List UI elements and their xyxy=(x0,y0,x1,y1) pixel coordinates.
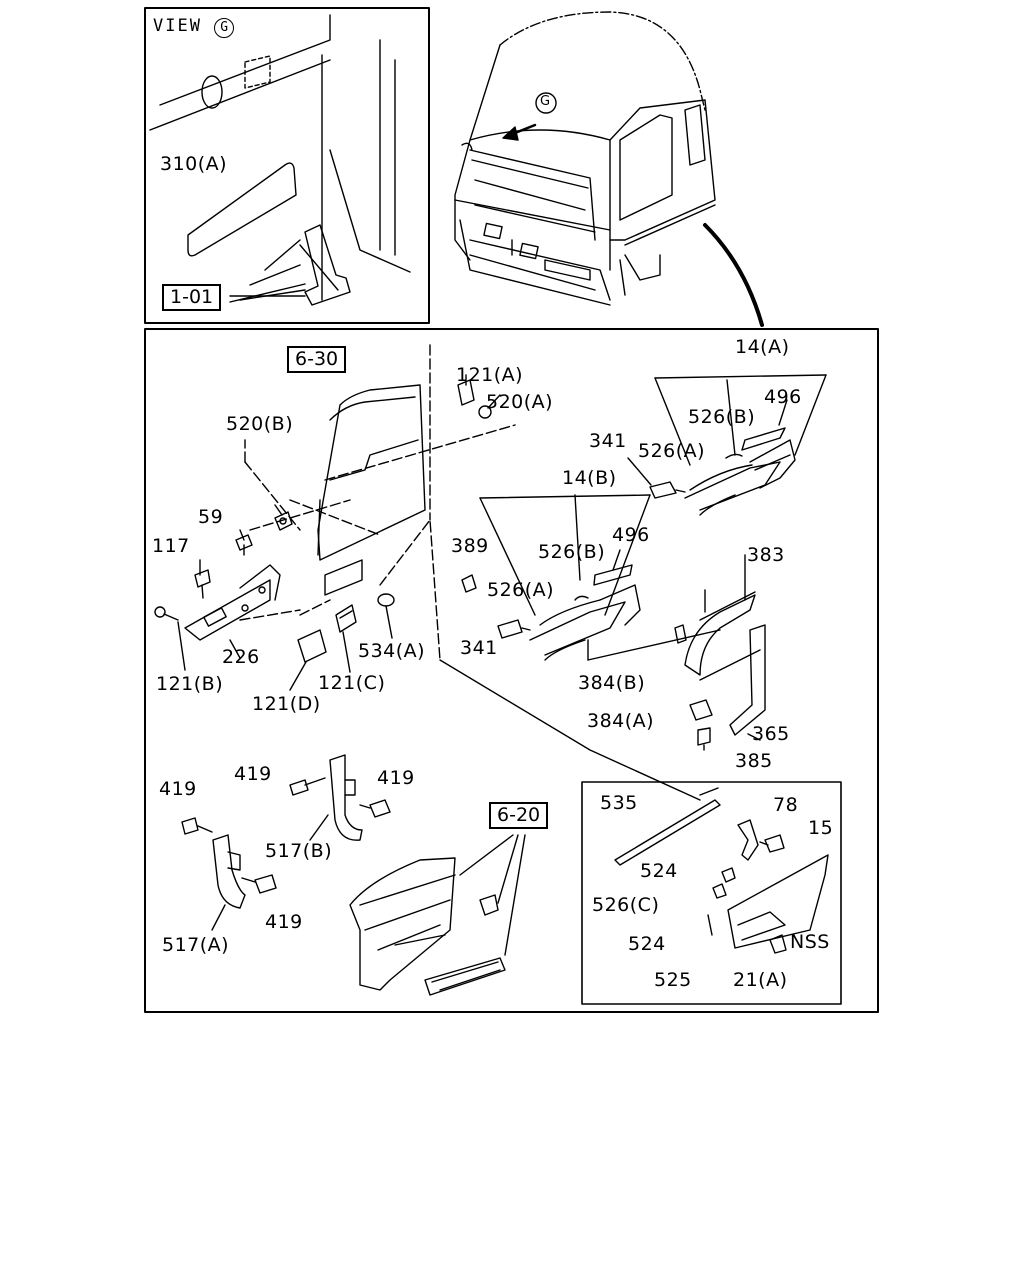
view-title: VIEW G xyxy=(153,16,235,38)
label-383: 383 xyxy=(747,544,785,566)
label-341-upper: 341 xyxy=(589,430,627,452)
label-525: 525 xyxy=(654,969,692,991)
label-496-lower: 496 xyxy=(612,524,650,546)
label-524-lower: 524 xyxy=(628,933,666,955)
step-bracket-517a xyxy=(181,817,277,931)
label-310a: 310(A) xyxy=(160,153,228,175)
label-419-bottom: 419 xyxy=(265,911,303,933)
ref-box-6-20[interactable]: 6-20 xyxy=(489,802,549,829)
cab-g-marker-circle xyxy=(535,92,557,114)
label-365: 365 xyxy=(752,723,790,745)
label-517a: 517(A) xyxy=(162,934,230,956)
label-526a-upper: 526(A) xyxy=(638,440,706,462)
label-121c: 121(C) xyxy=(318,672,386,694)
nut-520a xyxy=(478,405,492,419)
long-leaders xyxy=(439,659,701,801)
main-diagram-frame xyxy=(144,328,879,1013)
label-nss: NSS xyxy=(790,931,830,953)
view-title-text: VIEW xyxy=(153,16,202,36)
nss-detail-drawing xyxy=(614,787,829,954)
label-389: 389 xyxy=(451,535,489,557)
label-535: 535 xyxy=(600,792,638,814)
ref-box-1-01[interactable]: 1-01 xyxy=(162,284,222,311)
bracket-226 xyxy=(184,564,281,641)
label-496-upper: 496 xyxy=(764,386,802,408)
label-517b: 517(B) xyxy=(265,840,333,862)
label-385: 385 xyxy=(735,750,773,772)
label-520b: 520(B) xyxy=(226,413,294,435)
ref-box-6-30[interactable]: 6-30 xyxy=(287,346,347,373)
label-526a-lower: 526(A) xyxy=(487,579,555,601)
label-121a: 121(A) xyxy=(456,364,524,386)
label-526b-upper: 526(B) xyxy=(688,406,756,428)
label-534a: 534(A) xyxy=(358,640,426,662)
label-21a: 21(A) xyxy=(733,969,788,991)
cab-marker-letter: G xyxy=(540,94,551,109)
screw-117 xyxy=(194,569,211,599)
step-floor-6-20 xyxy=(349,834,526,996)
label-384b: 384(B) xyxy=(578,672,646,694)
clip-59 xyxy=(235,534,253,556)
wheel-arch-383 xyxy=(674,554,766,751)
label-121b: 121(B) xyxy=(156,673,224,695)
label-524-upper: 524 xyxy=(640,860,678,882)
clip-121d xyxy=(297,629,327,663)
label-419-left: 419 xyxy=(159,778,197,800)
label-14a: 14(A) xyxy=(735,336,790,358)
truck-cab-drawing xyxy=(454,11,764,327)
label-419-top: 419 xyxy=(234,763,272,785)
label-226: 226 xyxy=(222,646,260,668)
nss-detail-frame xyxy=(581,781,842,1005)
clip-121c xyxy=(335,604,357,633)
label-14b: 14(B) xyxy=(562,467,617,489)
leader-dashed-lines xyxy=(239,344,516,661)
grommet-534a xyxy=(377,593,395,607)
rivet-121b xyxy=(154,606,179,621)
nut-520b xyxy=(274,511,293,531)
pad-310a xyxy=(187,162,297,257)
step-bracket-517b xyxy=(289,754,391,841)
view-g-inset-frame xyxy=(144,7,430,324)
label-520a: 520(A) xyxy=(486,391,554,413)
label-15: 15 xyxy=(808,817,834,839)
trim-14b-assembly xyxy=(461,494,721,661)
label-526b-lower: 526(B) xyxy=(538,541,606,563)
label-117: 117 xyxy=(152,535,190,557)
view-g-drawing xyxy=(149,14,411,306)
label-78: 78 xyxy=(773,794,799,816)
label-526c: 526(C) xyxy=(592,894,660,916)
leader-lines-left xyxy=(177,374,501,691)
label-341-lower: 341 xyxy=(460,637,498,659)
trim-14a-assembly xyxy=(627,374,827,516)
label-59: 59 xyxy=(198,506,224,528)
view-marker: G xyxy=(214,18,235,38)
label-384a: 384(A) xyxy=(587,710,655,732)
label-121d: 121(D) xyxy=(252,693,321,715)
door-window-frame-6-30 xyxy=(317,384,426,596)
label-419-right: 419 xyxy=(377,767,415,789)
